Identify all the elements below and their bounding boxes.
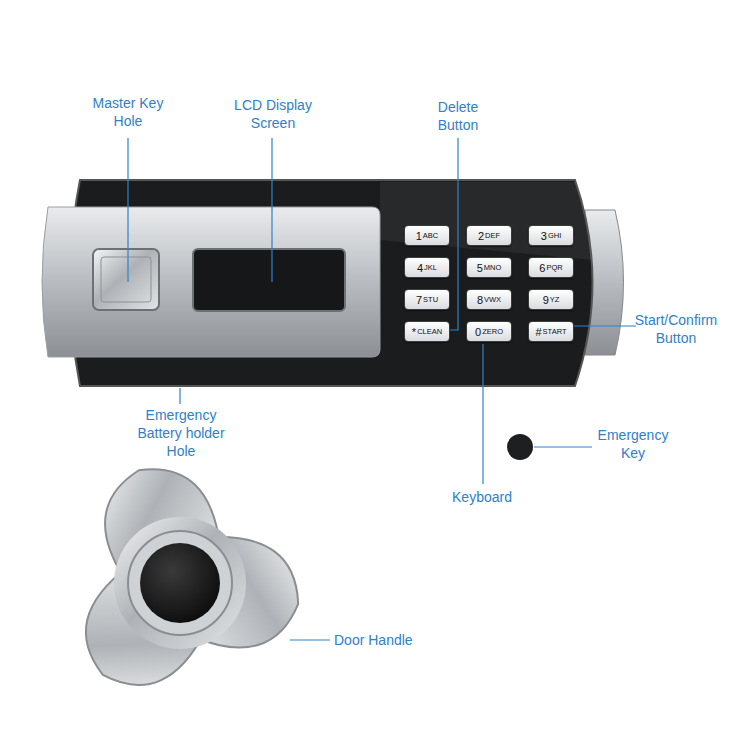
keypad-key: #START (528, 321, 574, 342)
key-hole-inner (101, 257, 151, 302)
key-digit: 3 (541, 230, 547, 242)
front-plate (42, 207, 380, 357)
key-letters: JKL (424, 262, 437, 274)
callout-label: Master Key Hole (88, 94, 168, 130)
lcd-screen (193, 249, 345, 311)
key-letters: ABC (423, 230, 438, 242)
master-key-hole (93, 249, 159, 310)
key-letters: GHI (548, 230, 561, 242)
callout-label: Delete Button (425, 98, 491, 134)
key-letters: STU (423, 294, 438, 306)
key-letters: VWX (484, 294, 501, 306)
key-letters: PQR (546, 262, 562, 274)
keypad-key: 3GHI (528, 225, 574, 246)
keypad-key: 8VWX (466, 289, 512, 310)
key-digit: 5 (477, 262, 483, 274)
keypad-key: 9YZ (528, 289, 574, 310)
key-letters: DEF (485, 230, 500, 242)
key-letters: YZ (550, 294, 560, 306)
callout-label: Emergency Key (590, 426, 676, 462)
callout-label: Door Handle (334, 631, 444, 649)
keypad-key: 4JKL (404, 257, 450, 278)
key-letters: MNO (484, 262, 502, 274)
keypad-key: 5MNO (466, 257, 512, 278)
door-handle (61, 452, 307, 710)
key-digit: 2 (478, 230, 484, 242)
keypad-key: 1ABC (404, 225, 450, 246)
key-digit: 6 (539, 262, 545, 274)
keypad-key: 0ZERO (466, 321, 512, 342)
keypad-key: *CLEAN (404, 321, 450, 342)
key-digit: 4 (417, 262, 423, 274)
keypad-key: 2DEF (466, 225, 512, 246)
leader-lines (128, 138, 636, 640)
keypad-key: 6PQR (528, 257, 574, 278)
callout-label: LCD Display Screen (228, 96, 318, 132)
callout-label: Start/Confirm Button (624, 311, 728, 347)
key-digit: # (535, 326, 541, 338)
key-digit: 7 (416, 294, 422, 306)
key-digit: * (412, 326, 416, 338)
key-digit: 1 (416, 230, 422, 242)
key-digit: 9 (543, 294, 549, 306)
keypad-key: 7STU (404, 289, 450, 310)
callout-label: Emergency Battery holder Hole (122, 406, 240, 460)
key-letters: ZERO (482, 326, 503, 338)
key-digit: 0 (475, 326, 481, 338)
callout-label: Keyboard (442, 488, 522, 506)
emergency-key (507, 434, 533, 460)
key-letters: START (543, 326, 567, 338)
key-letters: CLEAN (417, 326, 442, 338)
key-digit: 8 (477, 294, 483, 306)
panel-gloss (380, 182, 592, 260)
